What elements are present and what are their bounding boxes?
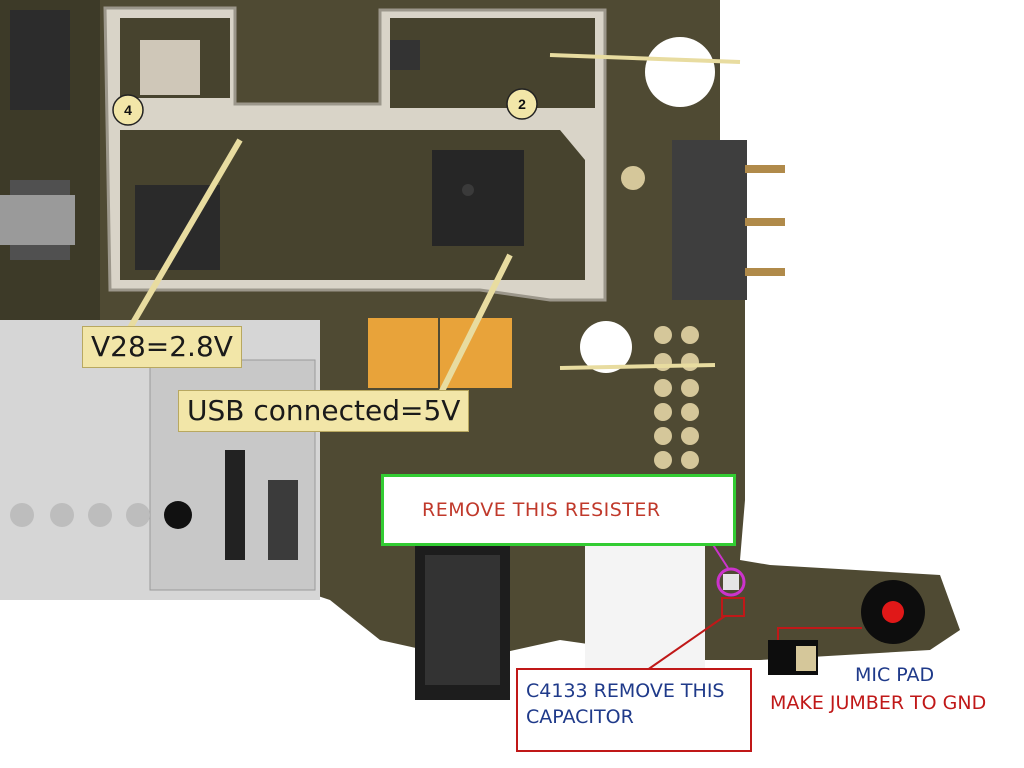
remove-resistor-text: REMOVE THIS RESISTER: [422, 499, 661, 521]
marker-2: 2: [506, 88, 538, 120]
svg-text:4: 4: [124, 102, 132, 118]
svg-text:2: 2: [518, 96, 526, 112]
v28-voltage-label: V28=2.8V: [82, 326, 242, 368]
remove-resistor-callout: REMOVE THIS RESISTER: [381, 474, 736, 546]
usb-voltage-label: USB connected=5V: [178, 390, 470, 432]
mic-pad-label: MIC PAD: [855, 664, 935, 686]
c4133-text: C4133 REMOVE THIS CAPACITOR: [526, 680, 725, 728]
ic-chip-main: [432, 150, 524, 246]
jumper-label: MAKE JUMBER TO GND: [770, 692, 987, 714]
resistor-marker: [716, 567, 746, 597]
c4133-callout: C4133 REMOVE THIS CAPACITOR: [516, 668, 752, 752]
tantalum-capacitor-1: [368, 318, 438, 388]
capacitor-marker: [721, 597, 745, 617]
marker-4: 4: [112, 94, 144, 126]
side-connector: [672, 140, 747, 300]
